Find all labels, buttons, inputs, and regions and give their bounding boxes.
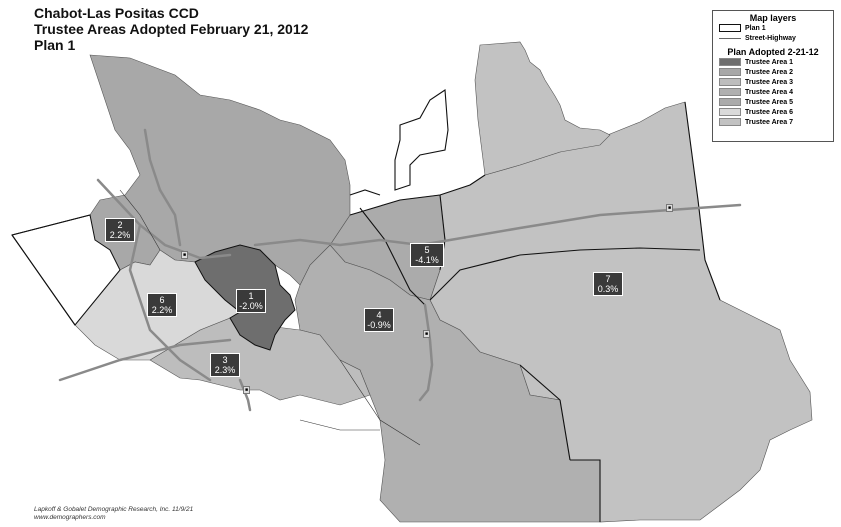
plan-boundaries	[11, 89, 721, 522]
area-swatch	[719, 118, 741, 126]
area-number: 3	[222, 355, 228, 365]
legend-layer-plan: Plan 1	[713, 23, 833, 33]
area-deviation: -0.9%	[367, 320, 391, 330]
trustee-area-5-label: 5 -4.1%	[410, 243, 444, 267]
legend-label: Trustee Area 1	[745, 58, 793, 66]
trustee-area-1-label: 1 -2.0%	[236, 289, 266, 313]
map-plan-label: Plan 1	[34, 37, 76, 53]
area-deviation: 2.3%	[214, 365, 236, 375]
legend-label: Trustee Area 3	[745, 78, 793, 86]
area-swatch	[719, 108, 741, 116]
legend-label: Street-Highway	[745, 34, 796, 42]
legend-area-row: Trustee Area 5	[713, 97, 833, 107]
area-swatch	[719, 68, 741, 76]
area-number: 5	[424, 245, 430, 255]
trustee-area-6-label: 6 2.2%	[147, 293, 177, 317]
legend-plan-heading: Plan Adopted 2-21-12	[727, 47, 819, 57]
legend-layers-heading: Map layers	[749, 13, 797, 23]
plan-outline-swatch	[719, 24, 741, 32]
legend-area-row: Trustee Area 1	[713, 57, 833, 67]
highway-shield-icon: ■	[243, 386, 251, 394]
legend-area-row: Trustee Area 7	[713, 117, 833, 127]
street-lines	[119, 189, 421, 446]
credit-line: Lapkoff & Gobalet Demographic Research, …	[34, 506, 194, 513]
highway-shield-icon: ■	[666, 204, 674, 212]
trustee-area-7-north	[474, 41, 611, 176]
area-deviation: 2.2%	[109, 230, 131, 240]
legend-label: Trustee Area 5	[745, 98, 793, 106]
legend-area-row: Trustee Area 2	[713, 67, 833, 77]
legend-area-row: Trustee Area 4	[713, 87, 833, 97]
legend-layer-street: Street-Highway	[713, 33, 833, 43]
legend-label: Trustee Area 2	[745, 68, 793, 76]
legend-label: Trustee Area 4	[745, 88, 793, 96]
area-deviation: 0.3%	[597, 284, 619, 294]
area-number: 7	[605, 274, 611, 284]
map-title: Chabot-Las Positas CCD	[34, 5, 199, 21]
legend-label: Trustee Area 6	[745, 108, 793, 116]
area-deviation: 2.2%	[151, 305, 173, 315]
highway-shield-icon: ■	[423, 330, 431, 338]
area-swatch	[719, 58, 741, 66]
legend-area-list: Trustee Area 1 Trustee Area 2 Trustee Area…	[713, 57, 833, 127]
area-number: 6	[159, 295, 165, 305]
trustee-area-7-label: 7 0.3%	[593, 272, 623, 296]
trustee-area-4-label: 4 -0.9%	[364, 308, 394, 332]
area-swatch	[719, 88, 741, 96]
legend-label: Trustee Area 7	[745, 118, 793, 126]
map-legend: Map layers Plan 1 Street-Highway Plan Ad…	[712, 10, 834, 142]
trustee-area-3-label: 3 2.3%	[210, 353, 240, 377]
legend-label: Plan 1	[745, 24, 766, 32]
credit-website: www.demographers.com	[34, 514, 106, 521]
area-deviation: -4.1%	[415, 255, 439, 265]
area-number: 1	[248, 291, 254, 301]
highway-shield-icon: ■	[181, 251, 189, 259]
area-number: 4	[376, 310, 382, 320]
area-swatch	[719, 98, 741, 106]
area-number: 2	[117, 220, 123, 230]
legend-area-row: Trustee Area 6	[713, 107, 833, 117]
trustee-area-2-label: 2 2.2%	[105, 218, 135, 242]
area-swatch	[719, 78, 741, 86]
area-deviation: -2.0%	[239, 301, 263, 311]
map-subtitle: Trustee Areas Adopted February 21, 2012	[34, 21, 309, 37]
legend-area-row: Trustee Area 3	[713, 77, 833, 87]
street-highway-lines	[58, 128, 742, 412]
street-line-swatch	[719, 37, 741, 39]
